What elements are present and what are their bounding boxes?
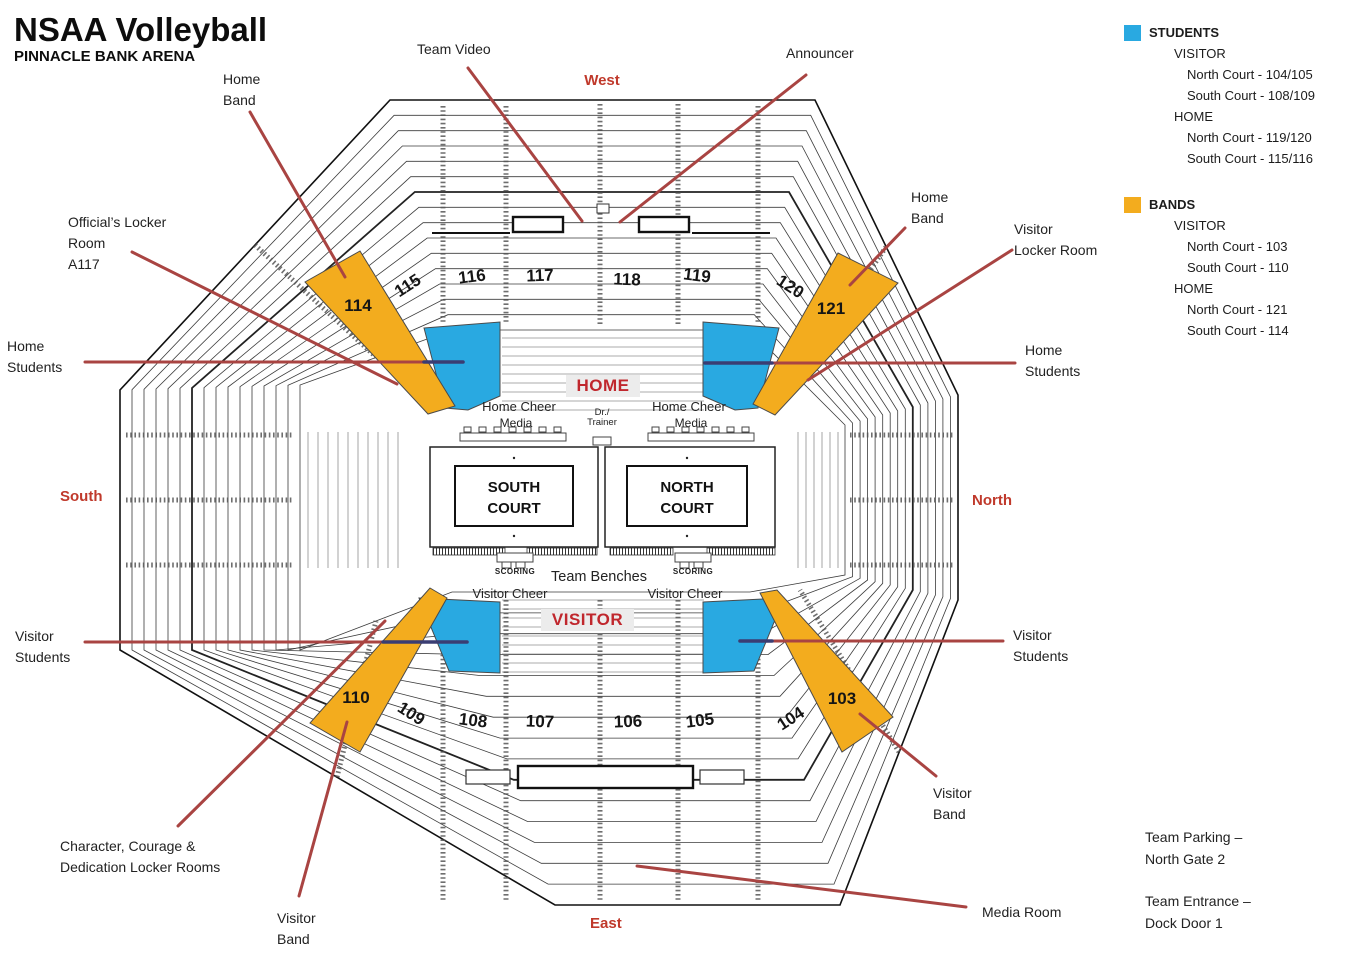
direction-west: West — [584, 72, 620, 89]
students-home-north-shape — [702, 321, 780, 411]
scoring-right-label: SCORING — [672, 567, 714, 576]
callout-team-video: Team Video — [417, 41, 491, 57]
leader-line — [248, 110, 347, 279]
direction-east: East — [590, 915, 622, 932]
section-110-label: 110 — [342, 688, 370, 707]
section-118-label: 118 — [612, 269, 642, 290]
note-team-parking: Team Parking – North Gate 2 — [1145, 829, 1243, 867]
leader-line — [858, 712, 938, 778]
team-benches-label: Team Benches — [551, 569, 647, 585]
students-color-swatch — [1124, 24, 1141, 41]
legend-item: North Court - 104/105 — [1187, 67, 1313, 82]
callout-media-room: Media Room — [982, 904, 1062, 920]
home-cheer-left-label: Home Cheer — [482, 399, 556, 414]
legend-students-visitor: VISITOR — [1174, 46, 1226, 61]
section-114-label: 114 — [344, 296, 372, 315]
legend-bands-home: HOME — [1174, 281, 1213, 296]
legend-bands-visitor: VISITOR — [1174, 218, 1226, 233]
section-119-label: 119 — [682, 264, 712, 287]
section-117-label: 117 — [525, 265, 555, 286]
page-title: NSAA Volleyball — [14, 11, 268, 48]
direction-south: South — [60, 488, 103, 505]
leader-line — [618, 73, 808, 224]
bands-color-swatch — [1124, 196, 1141, 213]
legend-students-label: STUDENTS — [1149, 25, 1220, 40]
band-section-110-shape — [309, 587, 448, 753]
visitor-cheer-left-label: Visitor Cheer — [472, 586, 548, 601]
leader-line — [466, 66, 584, 223]
band-section-121-shape — [752, 252, 899, 416]
leader-line — [635, 864, 968, 909]
home-cheer-right-label: Home Cheer — [652, 399, 726, 414]
page-subtitle: PINNACLE BANK ARENA — [14, 48, 196, 65]
band-section-103-shape — [759, 589, 894, 753]
legend-item: South Court - 114 — [1187, 323, 1289, 338]
legend: STUDENTS VISITOR North Court - 104/105 S… — [1124, 22, 1356, 341]
scoring-left-label: SCORING — [494, 567, 536, 576]
legend-item: South Court - 108/109 — [1187, 88, 1315, 103]
callout-announcer: Announcer — [786, 45, 854, 61]
legend-students-home: HOME — [1174, 109, 1213, 124]
leader-line — [176, 619, 387, 828]
leader-line — [297, 720, 349, 898]
legend-bands-header: BANDS — [1124, 194, 1356, 215]
legend-item: North Court - 103 — [1187, 239, 1288, 254]
legend-bands-label: BANDS — [1149, 197, 1196, 212]
callout-character-locker-rooms: Character, Courage &Dedication Locker Ro… — [60, 838, 221, 875]
home-side-label: HOME — [566, 375, 640, 397]
students-visitor-north-shape — [702, 597, 785, 674]
visitor-side-label: VISITOR — [541, 609, 634, 631]
media-left-label: Media — [499, 416, 533, 430]
section-121-label: 121 — [816, 299, 846, 318]
students-visitor-south-shape — [418, 597, 501, 674]
section-107-label: 107 — [525, 711, 555, 732]
legend-item: North Court - 119/120 — [1187, 130, 1312, 145]
section-106-label: 106 — [613, 711, 643, 732]
leader-line — [848, 226, 907, 287]
band-section-114-shape — [304, 250, 456, 415]
page-title-block: NSAA Volleyball PINNACLE BANK ARENA — [14, 11, 268, 66]
legend-item: North Court - 121 — [1187, 302, 1288, 317]
visitor-cheer-right-label: Visitor Cheer — [647, 586, 723, 601]
media-right-label: Media — [674, 416, 708, 430]
leader-line — [806, 248, 1014, 382]
legend-item: South Court - 115/116 — [1187, 151, 1313, 166]
dr-trainer-label: Dr./Trainer — [587, 407, 617, 428]
section-105-label: 105 — [684, 709, 716, 732]
note-team-entrance: Team Entrance – Dock Door 1 — [1145, 893, 1251, 931]
direction-north: North — [972, 492, 1012, 509]
section-108-label: 108 — [457, 709, 489, 732]
legend-item: South Court - 110 — [1187, 260, 1289, 275]
section-116-label: 116 — [457, 265, 487, 288]
legend-students-header: STUDENTS — [1124, 22, 1356, 43]
section-103-label: 103 — [827, 689, 857, 708]
